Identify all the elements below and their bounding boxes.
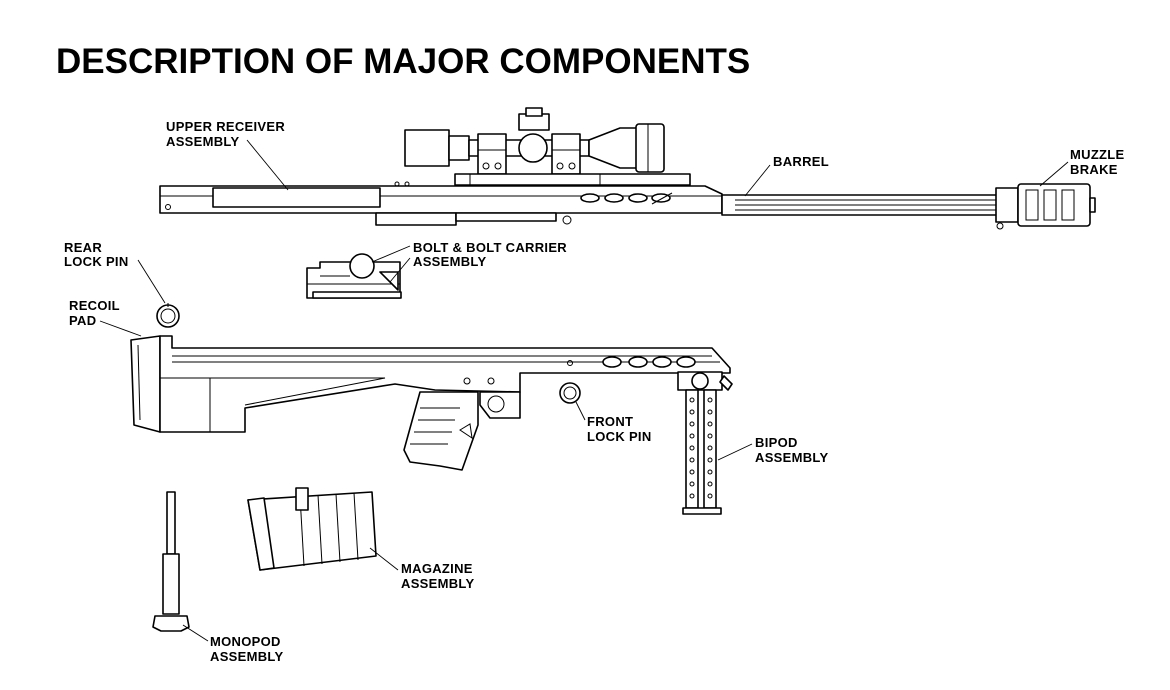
bipod-assembly bbox=[677, 371, 733, 515]
barrel bbox=[721, 187, 1019, 230]
recoil-pad bbox=[130, 335, 161, 433]
pistol-grip bbox=[403, 391, 479, 471]
upper-receiver-assembly bbox=[159, 107, 1096, 230]
label-bolt-carrier: BOLT & BOLT CARRIER ASSEMBLY bbox=[413, 240, 571, 269]
bolt-carrier-assembly bbox=[306, 253, 402, 299]
label-front-lock-pin: FRONT LOCK PIN bbox=[587, 414, 652, 444]
label-muzzle-brake: MUZZLE BRAKE bbox=[1070, 147, 1128, 177]
lower-receiver-assembly bbox=[130, 335, 731, 471]
leader-lines bbox=[99, 139, 1069, 642]
label-monopod: MONOPOD ASSEMBLY bbox=[210, 634, 285, 664]
muzzle-brake bbox=[1017, 183, 1096, 227]
scope bbox=[404, 107, 665, 175]
front-lock-pin bbox=[559, 382, 581, 404]
page-title: DESCRIPTION OF MAJOR COMPONENTS bbox=[56, 42, 751, 81]
label-upper-receiver: UPPER RECEIVER ASSEMBLY bbox=[166, 119, 289, 149]
magazine-assembly bbox=[247, 487, 377, 571]
monopod-assembly bbox=[152, 491, 190, 632]
rear-lock-pin bbox=[156, 303, 180, 328]
label-magazine: MAGAZINE ASSEMBLY bbox=[401, 561, 477, 591]
label-bipod: BIPOD ASSEMBLY bbox=[755, 435, 828, 465]
label-barrel: BARREL bbox=[773, 154, 829, 169]
label-recoil-pad: RECOIL PAD bbox=[69, 298, 124, 328]
labels: UPPER RECEIVER ASSEMBLY BARREL MUZZLE BR… bbox=[64, 119, 1128, 664]
label-rear-lock-pin: REAR LOCK PIN bbox=[64, 240, 129, 269]
